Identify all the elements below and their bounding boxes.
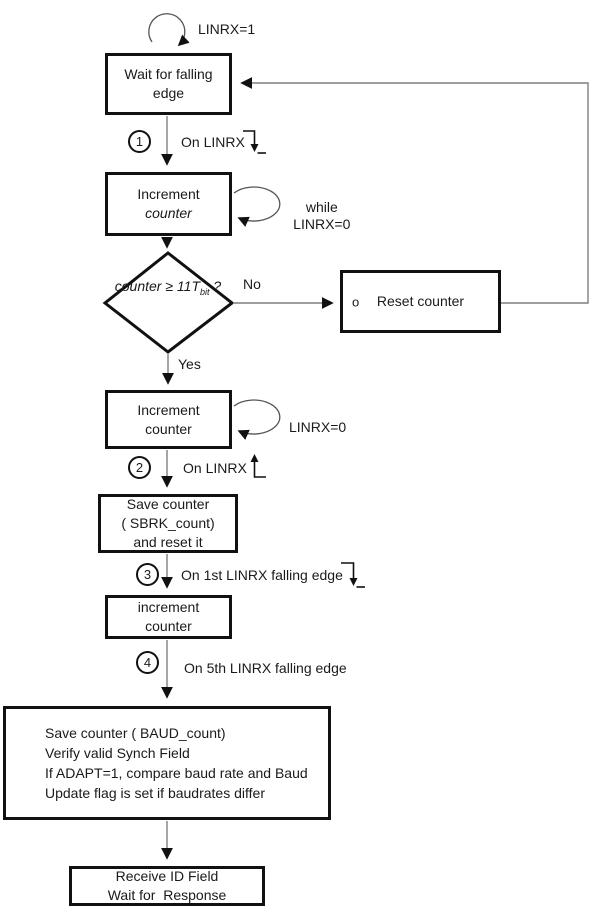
node-increment1-line2: counter <box>145 205 192 221</box>
label-step2: On LINRX <box>183 460 247 476</box>
node-wait-line1: Wait for falling <box>124 66 213 82</box>
node-save-sbrk-count: Save counter ( SBRK_count) and reset it <box>98 494 238 553</box>
label-while-line2: LINRX=0 <box>293 216 351 232</box>
falling-edge-icon <box>243 130 266 154</box>
label-step3: On 1st LINRX falling edge <box>181 567 343 583</box>
node-sbrk-line1: Save counter <box>126 496 210 512</box>
reset-bullet: o <box>352 294 360 309</box>
step-4-badge: 4 <box>136 651 159 674</box>
node-baud-line3: If ADAPT=1, compare baud rate and Baud <box>45 765 308 781</box>
label-linrx1: LINRX=1 <box>198 21 256 37</box>
node-reset-label: Reset counter <box>376 293 465 309</box>
node-receive-line1: Receive ID Field <box>115 868 219 884</box>
edge-reset-feedback <box>240 77 589 304</box>
node-increment3-line2: counter <box>145 618 192 634</box>
node-increment-counter-3: increment counter <box>105 595 232 639</box>
node-sbrk-line2: ( SBRK_count) <box>121 515 215 531</box>
node-sbrk-line3: and reset it <box>133 534 203 550</box>
node-baud-line2: Verify valid Synch Field <box>45 745 190 761</box>
edge-wait-self-loop <box>148 13 190 47</box>
node-increment-counter-2: Increment counter <box>105 390 232 449</box>
node-increment3-line1: increment <box>137 599 200 615</box>
node-wait-line2: edge <box>152 85 185 101</box>
decision-line2: 11Tbit ? <box>176 278 222 297</box>
label-no: No <box>243 276 261 292</box>
rising-edge-icon <box>250 454 266 478</box>
node-baud-line4: Update flag is set if baudrates differ <box>45 785 265 801</box>
node-save-baud-count: Save counter ( BAUD_count) Verify valid … <box>3 706 331 820</box>
node-increment-counter-1: Increment counter <box>105 172 232 236</box>
node-reset-counter: o Reset counter <box>340 270 501 333</box>
decision-line1: counter ≥ <box>114 278 174 294</box>
step-2-badge: 2 <box>128 456 151 479</box>
node-increment2-line1: Increment <box>137 401 200 418</box>
falling-edge-icon <box>341 562 365 588</box>
node-receive-line2: Wait for Response <box>107 887 227 903</box>
node-increment2-line2: counter <box>145 420 192 437</box>
label-step1: On LINRX <box>181 134 245 150</box>
label-step4: On 5th LINRX falling edge <box>184 660 347 676</box>
step-3-badge: 3 <box>136 563 159 586</box>
label-while-loop: while LINRX=0 <box>276 182 352 250</box>
node-wait-for-falling-edge: Wait for falling edge <box>105 53 232 115</box>
node-receive-id-field: Receive ID Field Wait for Response <box>69 866 265 906</box>
node-baud-line1: Save counter ( BAUD_count) <box>45 725 226 741</box>
edge-increment2-self-loop <box>233 399 281 440</box>
label-yes: Yes <box>178 356 201 372</box>
label-while-line1: while <box>305 199 338 215</box>
label-linrx0-loop: LINRX=0 <box>289 419 347 435</box>
step-1-badge: 1 <box>128 130 151 153</box>
decision-text: counter ≥ 11Tbit ? <box>108 276 228 302</box>
edge-increment1-self-loop <box>233 186 281 227</box>
decision-diamond <box>102 251 235 354</box>
node-increment1-line1: Increment <box>137 186 200 202</box>
